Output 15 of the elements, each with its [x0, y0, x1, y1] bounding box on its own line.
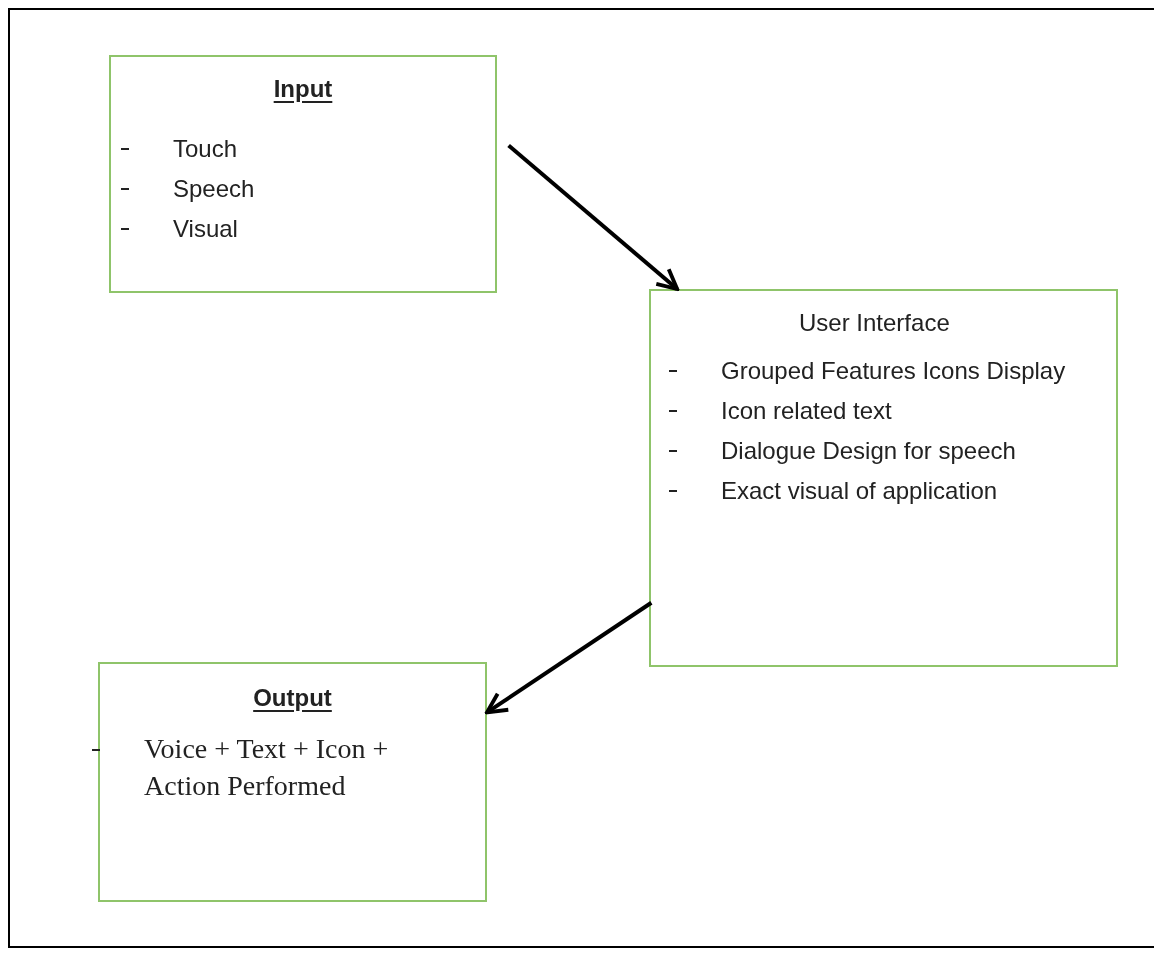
arrow — [507, 143, 680, 291]
list-item: Speech — [173, 174, 255, 204]
list-item: Exact visual of application — [721, 476, 998, 506]
list-item: Grouped Features Icons Display — [721, 356, 1066, 386]
list-item: Visual — [173, 214, 238, 244]
process-box — [649, 289, 1118, 667]
box-heading: Input — [273, 75, 333, 102]
box-heading: Output — [253, 684, 332, 711]
list-item: Voice + Text + Icon + Action Performed — [144, 732, 390, 803]
list-item: Icon related text — [721, 396, 892, 426]
list-item: Touch — [173, 134, 238, 164]
box-heading: User Interface — [799, 309, 950, 336]
list-item: Dialogue Design for speech — [721, 436, 1016, 466]
arrow — [485, 601, 653, 715]
process-box — [109, 55, 497, 293]
